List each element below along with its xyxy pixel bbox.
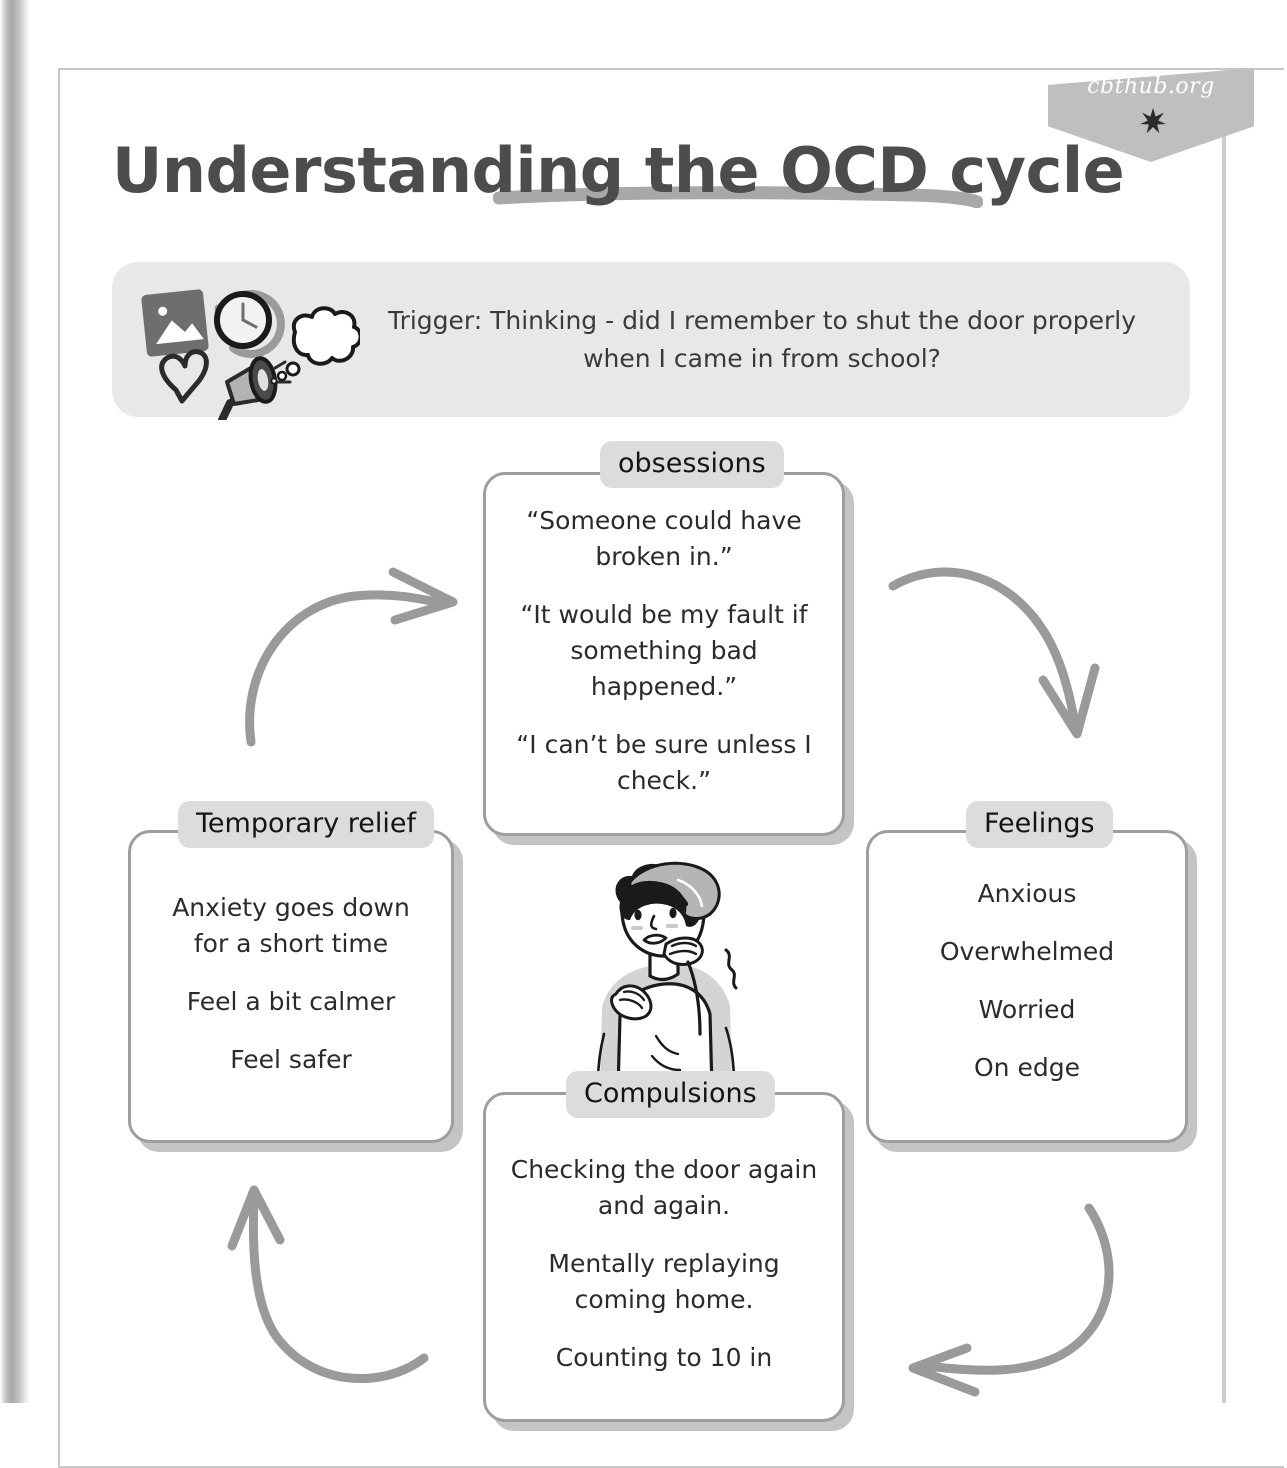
obsessions-card[interactable]	[483, 472, 845, 836]
page-edge-shadow	[0, 0, 30, 1403]
temporary-relief-card-body: Anxiety goes down for a short time Feel …	[128, 890, 454, 1078]
trigger-banner: Trigger: Thinking - did I remember to sh…	[112, 262, 1190, 420]
arrow-feelings-to-compulsions	[908, 1203, 1114, 1397]
image-icon	[141, 289, 209, 357]
temporary-relief-card[interactable]	[128, 830, 454, 1143]
page-title: Understanding the OCD cycle	[112, 134, 1125, 207]
feelings-line: Worried	[978, 995, 1076, 1024]
obsessions-line: “I can’t be sure unless I check.”	[516, 730, 812, 795]
compulsions-card-body: Checking the door again and again. Menta…	[483, 1152, 845, 1376]
feelings-card-label: Feelings	[966, 801, 1113, 848]
sheet-right-border	[1222, 68, 1226, 1403]
obsessions-card-label: obsessions	[600, 441, 784, 488]
feelings-line: On edge	[974, 1053, 1080, 1082]
relief-line: Feel safer	[230, 1045, 352, 1074]
worried-person-thinking-illustration	[596, 861, 738, 1090]
compulsions-line: Counting to 10 in	[555, 1343, 773, 1372]
trigger-icon-cluster	[141, 289, 360, 420]
feelings-card-body: Anxious Overwhelmed Worried On edge	[866, 876, 1188, 1086]
arrow-relief-to-obsessions	[245, 567, 458, 747]
star-burst-icon	[1140, 108, 1166, 134]
obsessions-line: “Someone could have broken in.”	[526, 506, 802, 571]
page-title-wrap: Understanding the OCD cycle	[112, 134, 1125, 207]
trigger-text: Trigger: Thinking - did I remember to sh…	[387, 306, 1137, 373]
clock-history-icon	[214, 289, 285, 358]
feelings-line: Overwhelmed	[939, 937, 1115, 966]
thought-cloud-icon	[270, 306, 360, 385]
feelings-card[interactable]	[866, 830, 1188, 1143]
compulsions-line: Checking the door again and again.	[510, 1155, 818, 1220]
relief-line: Anxiety goes down for a short time	[172, 893, 410, 958]
arrow-compulsions-to-relief	[227, 1185, 429, 1384]
heart-icon	[159, 349, 209, 404]
arrow-obsessions-to-feelings	[888, 567, 1100, 739]
feelings-line: Anxious	[977, 879, 1077, 908]
temporary-relief-card-label: Temporary relief	[178, 801, 435, 848]
watermark-label: cbthub.org	[1087, 74, 1215, 99]
compulsions-line: Mentally replaying coming home.	[548, 1249, 780, 1314]
relief-line: Feel a bit calmer	[186, 987, 396, 1016]
obsessions-card-body: “Someone could have broken in.” “It woul…	[483, 503, 845, 799]
megaphone-icon	[218, 356, 292, 420]
title-underline-stroke	[493, 186, 983, 208]
compulsions-card-label: Compulsions	[566, 1071, 775, 1118]
obsessions-line: “It would be my fault if something bad h…	[520, 600, 808, 701]
